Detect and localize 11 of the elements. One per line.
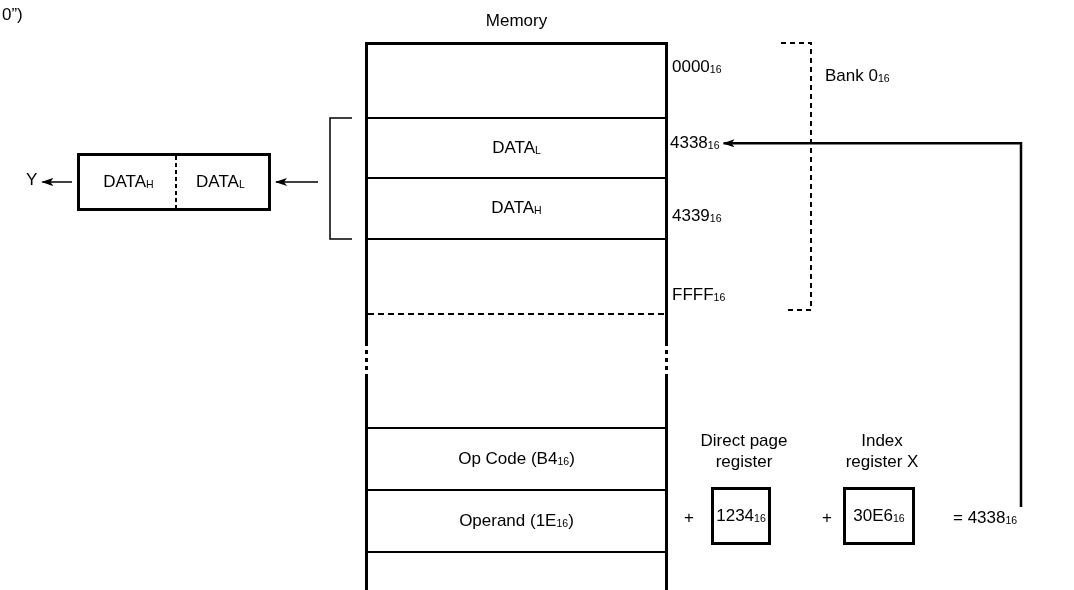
arrow bbox=[275, 178, 319, 186]
plus-sign: + bbox=[684, 509, 694, 528]
heading-text: Memory bbox=[484, 12, 549, 31]
register-heading: Index register X bbox=[844, 430, 920, 473]
register-box bbox=[77, 153, 271, 211]
register-name: Y bbox=[26, 171, 38, 190]
arrow bbox=[722, 139, 1023, 507]
plus-sign: + bbox=[822, 509, 832, 528]
partial-text: 0”) bbox=[2, 6, 23, 25]
register-heading: Direct page register bbox=[699, 430, 789, 473]
arrow bbox=[41, 178, 73, 186]
